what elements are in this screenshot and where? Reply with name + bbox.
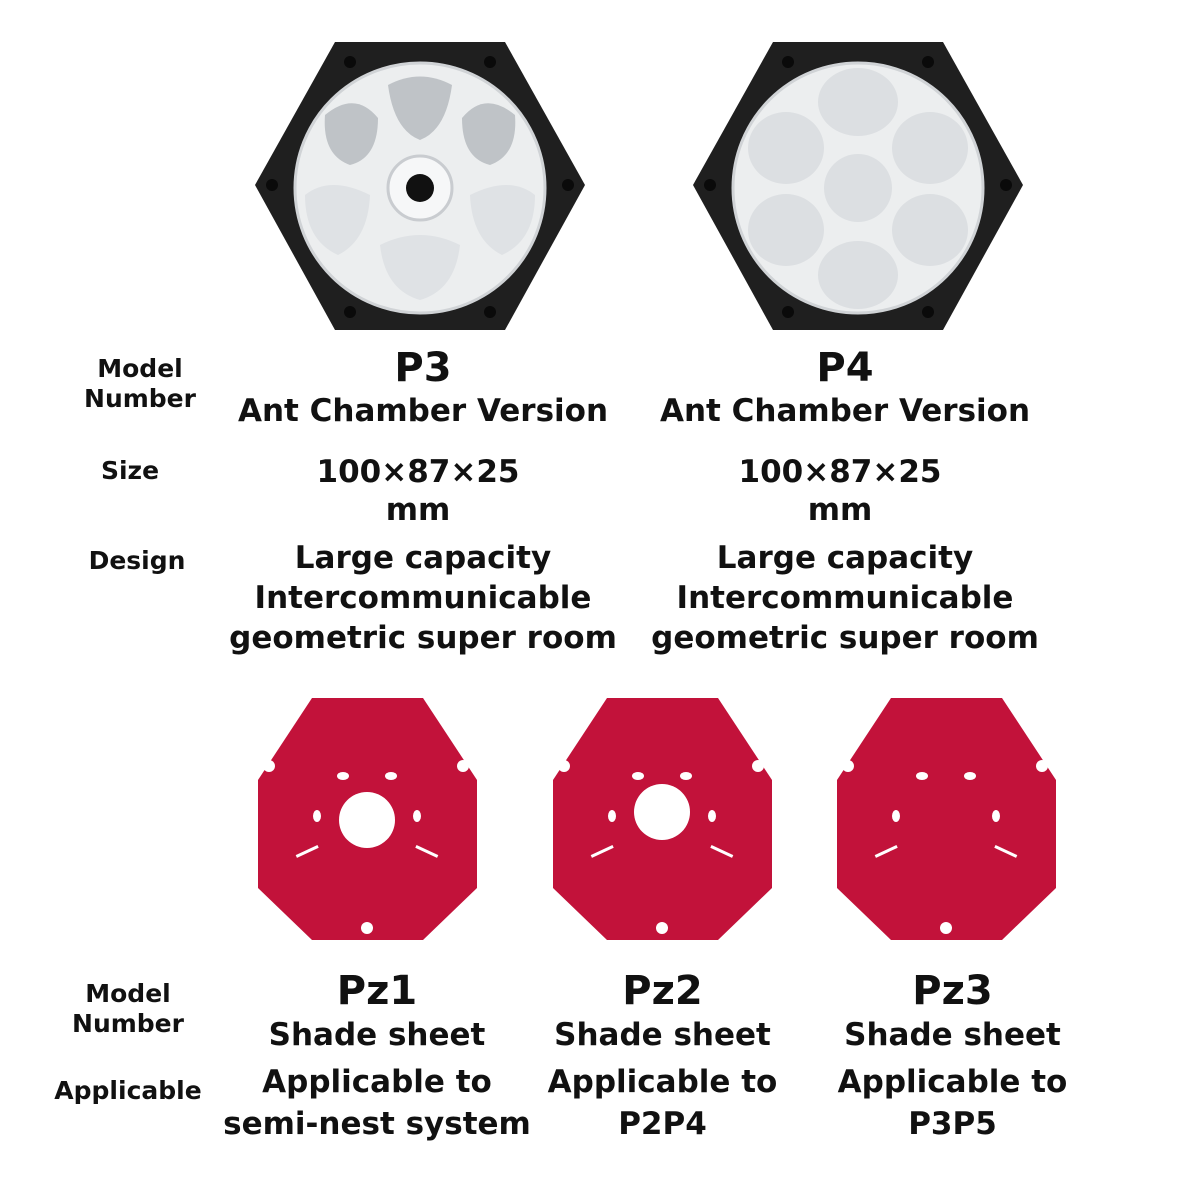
pz3-info: Pz3 Shade sheet Applicable to P3P5 [820, 968, 1085, 1145]
p4-info: P4 Ant Chamber Version [640, 345, 1050, 431]
pz2-model-number: Pz2 [622, 968, 703, 1014]
pz1-model-number: Pz1 [336, 968, 418, 1014]
applicable-label: Applicable [54, 1076, 202, 1105]
pz2-applicable: Applicable to P2P4 [547, 1064, 778, 1142]
pz2-shade-sheet-photo [553, 698, 772, 940]
p4-nest-photo [693, 42, 1023, 330]
pz3-applicable: Applicable to P3P5 [837, 1064, 1068, 1142]
pz2-info: Pz2 Shade sheet Applicable to P2P4 [530, 968, 795, 1145]
p3-version: Ant Chamber Version [237, 393, 609, 429]
p3-size: 100×87×25 mm [316, 454, 520, 528]
p3-design: Large capacity Intercommunicable geometr… [229, 540, 617, 656]
p3-nest-photo [255, 42, 585, 330]
p4-design: Large capacity Intercommunicable geometr… [651, 540, 1039, 656]
bottom-model-number-label: Model Number [72, 979, 184, 1038]
pz1-shade-sheet-photo [258, 698, 477, 940]
p4-model-number: P4 [816, 345, 874, 391]
pz3-shade-sheet-photo [837, 698, 1056, 940]
pz1-applicable: Applicable to semi-nest system [223, 1064, 531, 1142]
pz3-model-number: Pz3 [912, 968, 993, 1014]
pz2-name: Shade sheet [554, 1017, 771, 1053]
p4-size: 100×87×25 mm [738, 454, 942, 528]
p3-model-number: P3 [394, 345, 452, 391]
p3-info: P3 Ant Chamber Version [218, 345, 628, 431]
pz1-name: Shade sheet [268, 1017, 486, 1053]
p4-version: Ant Chamber Version [659, 393, 1031, 429]
design-label: Design [88, 546, 186, 575]
size-label: Size [100, 456, 160, 485]
pz1-info: Pz1 Shade sheet Applicable to semi-nest … [222, 968, 532, 1145]
pz3-name: Shade sheet [844, 1017, 1061, 1053]
top-model-number-label: Model Number [84, 354, 196, 413]
